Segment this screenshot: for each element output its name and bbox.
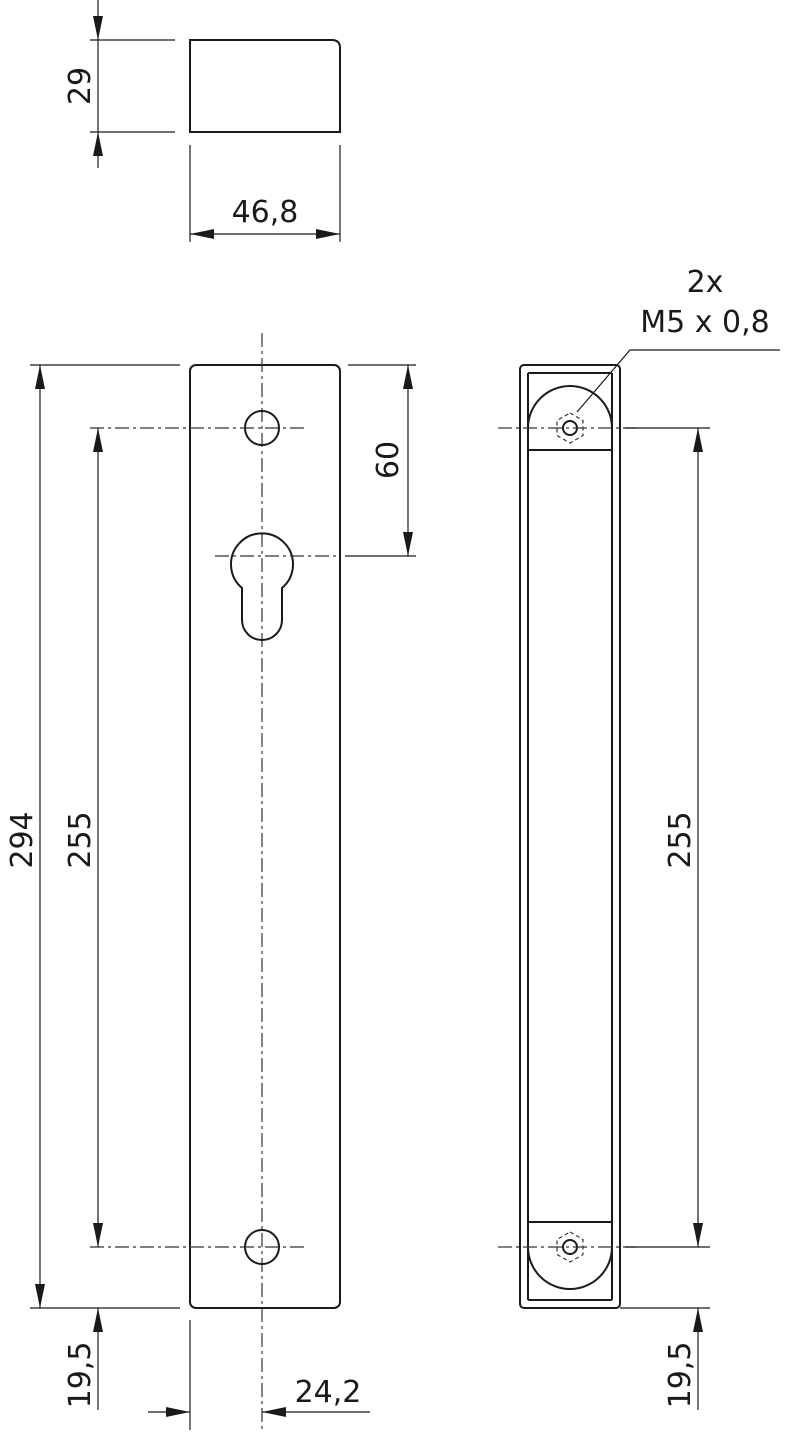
dim-255-side: 255	[663, 811, 698, 868]
dim-294: 294	[5, 811, 40, 868]
dim-255-front: 255	[63, 811, 98, 868]
side-view: 255 19,5 2x M5 x 0,8	[498, 265, 780, 1410]
hex-nut-top	[556, 412, 584, 444]
thread-spec: M5 x 0,8	[640, 305, 770, 340]
front-view: 60 294 255 19,5 24,2	[5, 333, 416, 1430]
hex-nut-bottom	[556, 1231, 584, 1263]
dim-60: 60	[371, 441, 406, 479]
dim-46-8: 46,8	[232, 195, 299, 230]
dim-29: 29	[63, 67, 98, 105]
thread-count: 2x	[687, 265, 724, 300]
dim-19-5-front: 19,5	[63, 1342, 98, 1409]
cylinder-cutout	[230, 532, 294, 641]
dim-24-2: 24,2	[295, 1375, 362, 1410]
top-view: 29 46,8	[63, 0, 341, 242]
thread-leader-line	[576, 349, 780, 413]
dim-19-5-side: 19,5	[663, 1342, 698, 1409]
